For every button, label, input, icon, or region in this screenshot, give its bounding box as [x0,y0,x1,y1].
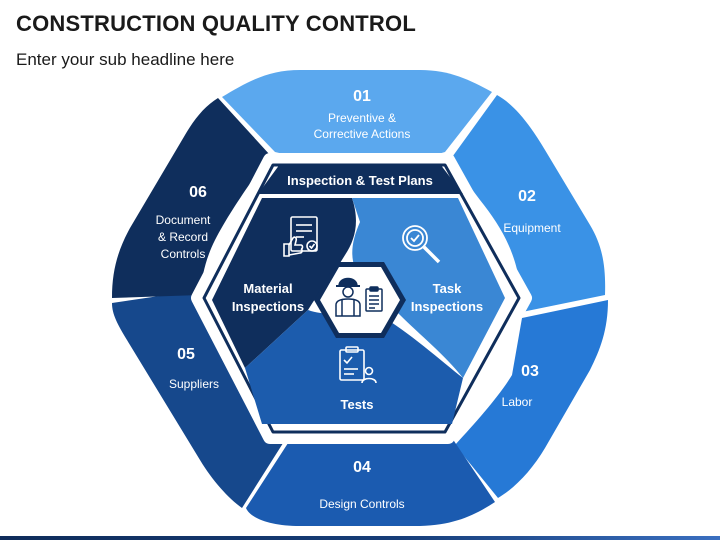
bottom-accent-bar [0,536,720,540]
segment-05-label: Suppliers [169,377,219,391]
inner-segment-task[interactable] [352,198,505,378]
segment-05[interactable]: 05 Suppliers [112,290,285,508]
task-inspections-line1: Task [433,281,462,296]
segment-06-label-line1: Document [156,213,211,227]
segment-01[interactable]: 01 Preventive & Corrective Actions [222,70,492,160]
segment-01-number: 01 [353,88,371,105]
segment-06-label-line3: Controls [161,247,206,261]
segment-03-label: Labor [502,395,533,409]
segment-03[interactable]: 03 Labor [455,300,608,498]
segment-02-label: Equipment [503,221,561,235]
segment-02[interactable]: 02 Equipment [450,95,606,312]
center-banner: Inspection & Test Plans [258,164,463,194]
worker-clipboard-icon [335,277,383,317]
document-thumbs-up-icon [283,216,318,257]
segment-06-label-line2: & Record [158,230,208,244]
segment-04-label: Design Controls [319,497,404,511]
magnifier-check-icon [402,225,441,264]
page-title: CONSTRUCTION QUALITY CONTROL [16,11,416,36]
segment-01-label-line1: Preventive & [328,111,396,125]
segment-01-label-line2: Corrective Actions [314,127,411,141]
page-subtitle: Enter your sub headline here [16,50,235,69]
center-banner-text: Inspection & Test Plans [287,173,433,188]
segment-05-number: 05 [177,346,195,363]
material-inspections-line1: Material [243,281,292,296]
material-inspections-line2: Inspections [232,299,304,314]
clipboard-person-icon [339,346,377,384]
segment-04[interactable]: 04 Design Controls [246,438,495,526]
tests-label: Tests [341,397,374,412]
inner-segment-material[interactable] [212,198,356,368]
inner-segment-tests[interactable] [245,310,463,424]
segment-06[interactable]: 06 Document & Record Controls [112,98,270,298]
segment-06-number: 06 [189,184,207,201]
segment-03-number: 03 [521,363,539,380]
task-inspections-line2: Inspections [411,299,483,314]
segment-04-number: 04 [353,459,371,476]
segment-02-number: 02 [518,188,536,205]
